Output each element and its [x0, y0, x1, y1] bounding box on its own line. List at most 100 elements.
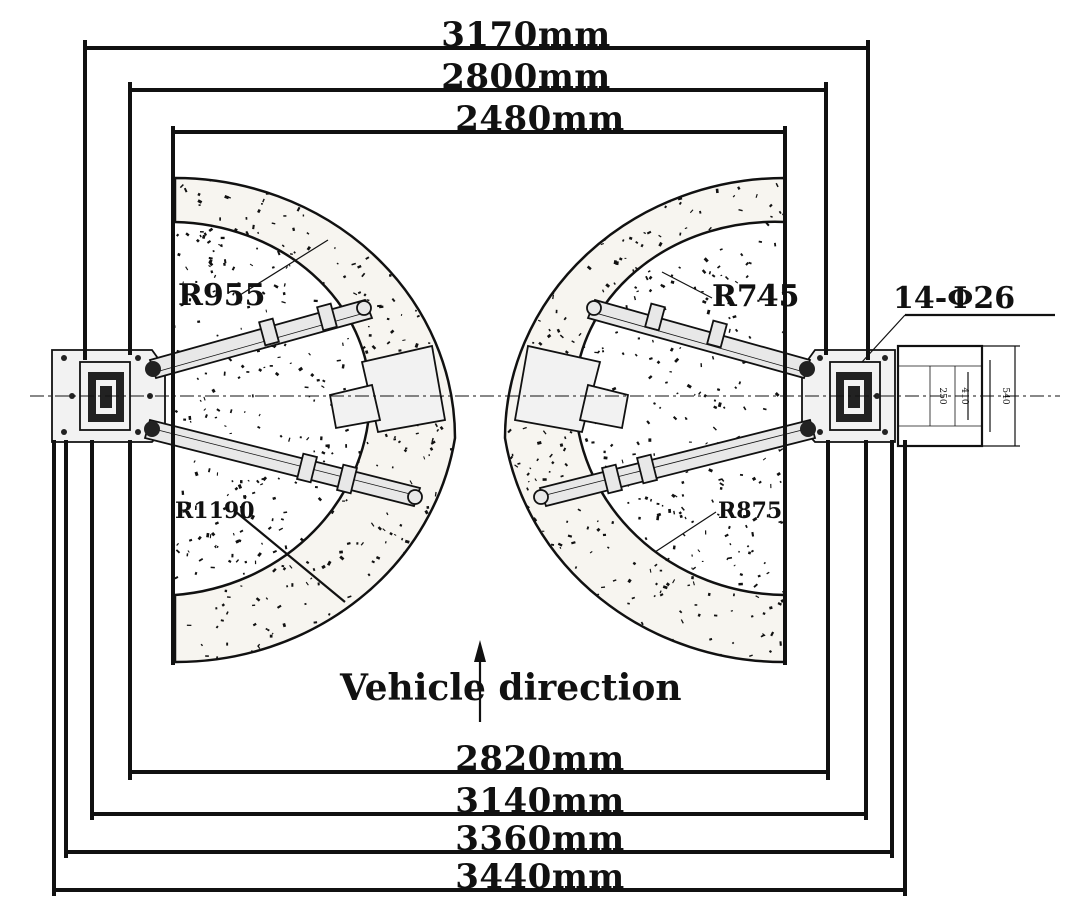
texture-speck: [716, 265, 721, 269]
texture-speck: [220, 236, 225, 240]
texture-speck: [246, 371, 250, 373]
texture-speck: [716, 513, 720, 516]
texture-speck: [267, 526, 272, 530]
texture-speck: [538, 341, 543, 346]
texture-speck: [199, 230, 204, 233]
texture-speck: [206, 532, 210, 538]
texture-speck: [283, 215, 287, 217]
texture-speck: [383, 233, 387, 237]
texture-speck: [181, 281, 184, 286]
texture-speck: [621, 352, 625, 356]
texture-speck: [234, 227, 238, 232]
texture-speck: [216, 472, 219, 476]
texture-speck: [732, 593, 735, 597]
texture-speck: [505, 256, 508, 260]
texture-speck: [216, 334, 219, 337]
texture-speck: [203, 232, 208, 236]
texture-speck: [510, 528, 514, 531]
texture-speck: [310, 577, 313, 580]
texture-speck: [177, 252, 181, 257]
texture-speck: [600, 586, 606, 589]
texture-speck: [444, 484, 446, 487]
texture-speck: [296, 206, 301, 212]
texture-speck: [267, 628, 270, 632]
texture-speck: [414, 342, 419, 348]
texture-speck: [183, 187, 188, 193]
texture-speck: [709, 637, 713, 641]
texture-speck: [395, 243, 399, 247]
texture-speck: [500, 327, 503, 330]
texture-speck: [237, 484, 243, 489]
texture-speck: [265, 597, 269, 600]
texture-speck: [648, 288, 653, 293]
texture-speck: [323, 636, 327, 640]
texture-speck: [306, 437, 310, 441]
texture-speck: [670, 178, 674, 179]
r745-leader: [661, 271, 713, 299]
texture-speck: [567, 534, 573, 538]
texture-speck: [548, 328, 551, 332]
texture-speck: [265, 309, 268, 313]
texture-speck: [419, 655, 422, 659]
texture-speck: [392, 652, 396, 657]
texture-speck: [571, 340, 575, 344]
texture-speck: [292, 227, 296, 232]
texture-speck: [727, 556, 733, 560]
texture-speck: [770, 483, 772, 489]
texture-speck: [685, 470, 689, 474]
texture-speck: [706, 309, 711, 315]
texture-speck: [314, 486, 318, 489]
texture-speck: [317, 648, 320, 651]
texture-speck: [514, 464, 519, 468]
texture-speck: [778, 520, 782, 524]
texture-speck: [257, 209, 261, 214]
texture-speck: [553, 627, 558, 632]
texture-speck: [197, 535, 202, 541]
texture-speck: [422, 250, 425, 254]
texture-speck: [196, 377, 200, 381]
texture-speck: [621, 239, 625, 242]
texture-speck: [188, 538, 193, 542]
texture-speck: [643, 231, 647, 235]
texture-speck: [377, 526, 382, 531]
texture-speck: [701, 560, 704, 563]
texture-speck: [365, 256, 370, 260]
texture-speck: [443, 245, 446, 247]
texture-speck: [276, 604, 282, 609]
texture-speck: [564, 436, 567, 440]
texture-speck: [655, 582, 658, 586]
texture-speck: [263, 366, 266, 369]
texture-speck: [668, 508, 672, 514]
texture-speck: [665, 582, 670, 587]
texture-speck: [298, 366, 304, 372]
texture-speck: [639, 189, 641, 194]
texture-speck: [186, 624, 192, 627]
radius-upper-left: R955: [178, 278, 266, 313]
texture-speck: [455, 398, 458, 402]
texture-speck: [305, 560, 310, 565]
texture-speck: [662, 183, 666, 189]
texture-speck: [612, 630, 618, 636]
texture-speck: [596, 527, 601, 532]
texture-speck: [224, 589, 228, 593]
texture-speck: [439, 426, 444, 431]
texture-speck: [591, 593, 594, 597]
texture-speck: [380, 597, 385, 602]
texture-speck: [609, 443, 614, 448]
texture-speck: [176, 542, 179, 546]
texture-speck: [252, 604, 256, 607]
texture-speck: [277, 356, 281, 359]
texture-speck: [634, 266, 640, 271]
texture-speck: [310, 373, 315, 378]
texture-speck: [610, 195, 613, 197]
texture-speck: [240, 364, 245, 369]
texture-speck: [748, 261, 752, 265]
texture-speck: [511, 595, 515, 598]
texture-speck: [713, 399, 717, 402]
texture-speck: [187, 550, 190, 553]
texture-speck: [751, 531, 755, 537]
texture-speck: [200, 643, 204, 647]
texture-speck: [672, 415, 678, 421]
texture-speck: [559, 334, 564, 339]
texture-speck: [517, 462, 521, 465]
